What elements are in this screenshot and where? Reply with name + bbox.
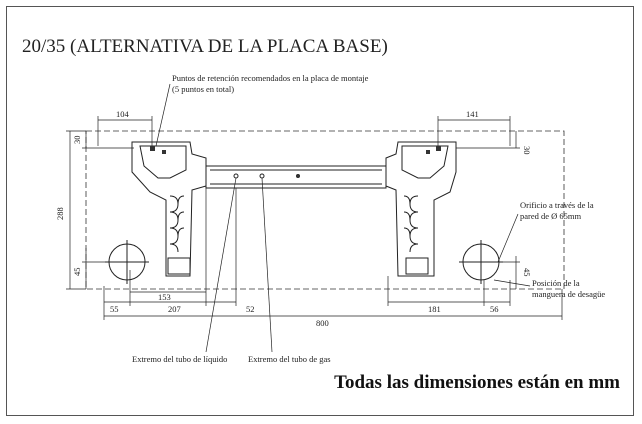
dim-153: 153 bbox=[158, 292, 171, 302]
dim-288: 288 bbox=[55, 207, 65, 220]
dim-56: 56 bbox=[490, 304, 499, 314]
wall-hole-left bbox=[105, 240, 149, 284]
drain-hose-label: Posición de la manguera de desagüe bbox=[532, 278, 606, 299]
retention-points bbox=[150, 146, 441, 178]
units-note: Todas las dimensiones están en mm bbox=[334, 372, 620, 393]
wall-hole-label: Orificio a través de la pared de Ø 65mm bbox=[520, 200, 594, 221]
dim-45-right: 45 bbox=[522, 268, 532, 277]
dim-55: 55 bbox=[110, 304, 119, 314]
unit-outline bbox=[85, 130, 565, 290]
right-mounting-bracket bbox=[385, 141, 457, 277]
left-mounting-bracket bbox=[131, 141, 207, 277]
dim-30-right: 30 bbox=[522, 146, 532, 155]
dim-104: 104 bbox=[116, 109, 130, 119]
dim-45-left: 45 bbox=[72, 268, 82, 277]
dim-207: 207 bbox=[168, 304, 181, 314]
dim-30-left: 30 bbox=[72, 136, 82, 145]
dim-181: 181 bbox=[428, 304, 441, 314]
dim-800: 800 bbox=[316, 318, 329, 328]
diagram-frame bbox=[6, 6, 634, 416]
liquid-tube-label: Extremo del tubo de líquido bbox=[132, 354, 228, 364]
center-plate-bar bbox=[205, 165, 387, 189]
wall-hole-right bbox=[459, 240, 503, 284]
gas-tube-label: Extremo del tubo de gas bbox=[248, 354, 331, 364]
dim-52: 52 bbox=[246, 304, 255, 314]
dimension-lines bbox=[66, 83, 563, 353]
diagram-title: 20/35 (ALTERNATIVA DE LA PLACA BASE) bbox=[22, 36, 388, 57]
retention-points-label: Puntos de retención recomendados en la p… bbox=[172, 73, 369, 94]
dim-141: 141 bbox=[466, 109, 479, 119]
